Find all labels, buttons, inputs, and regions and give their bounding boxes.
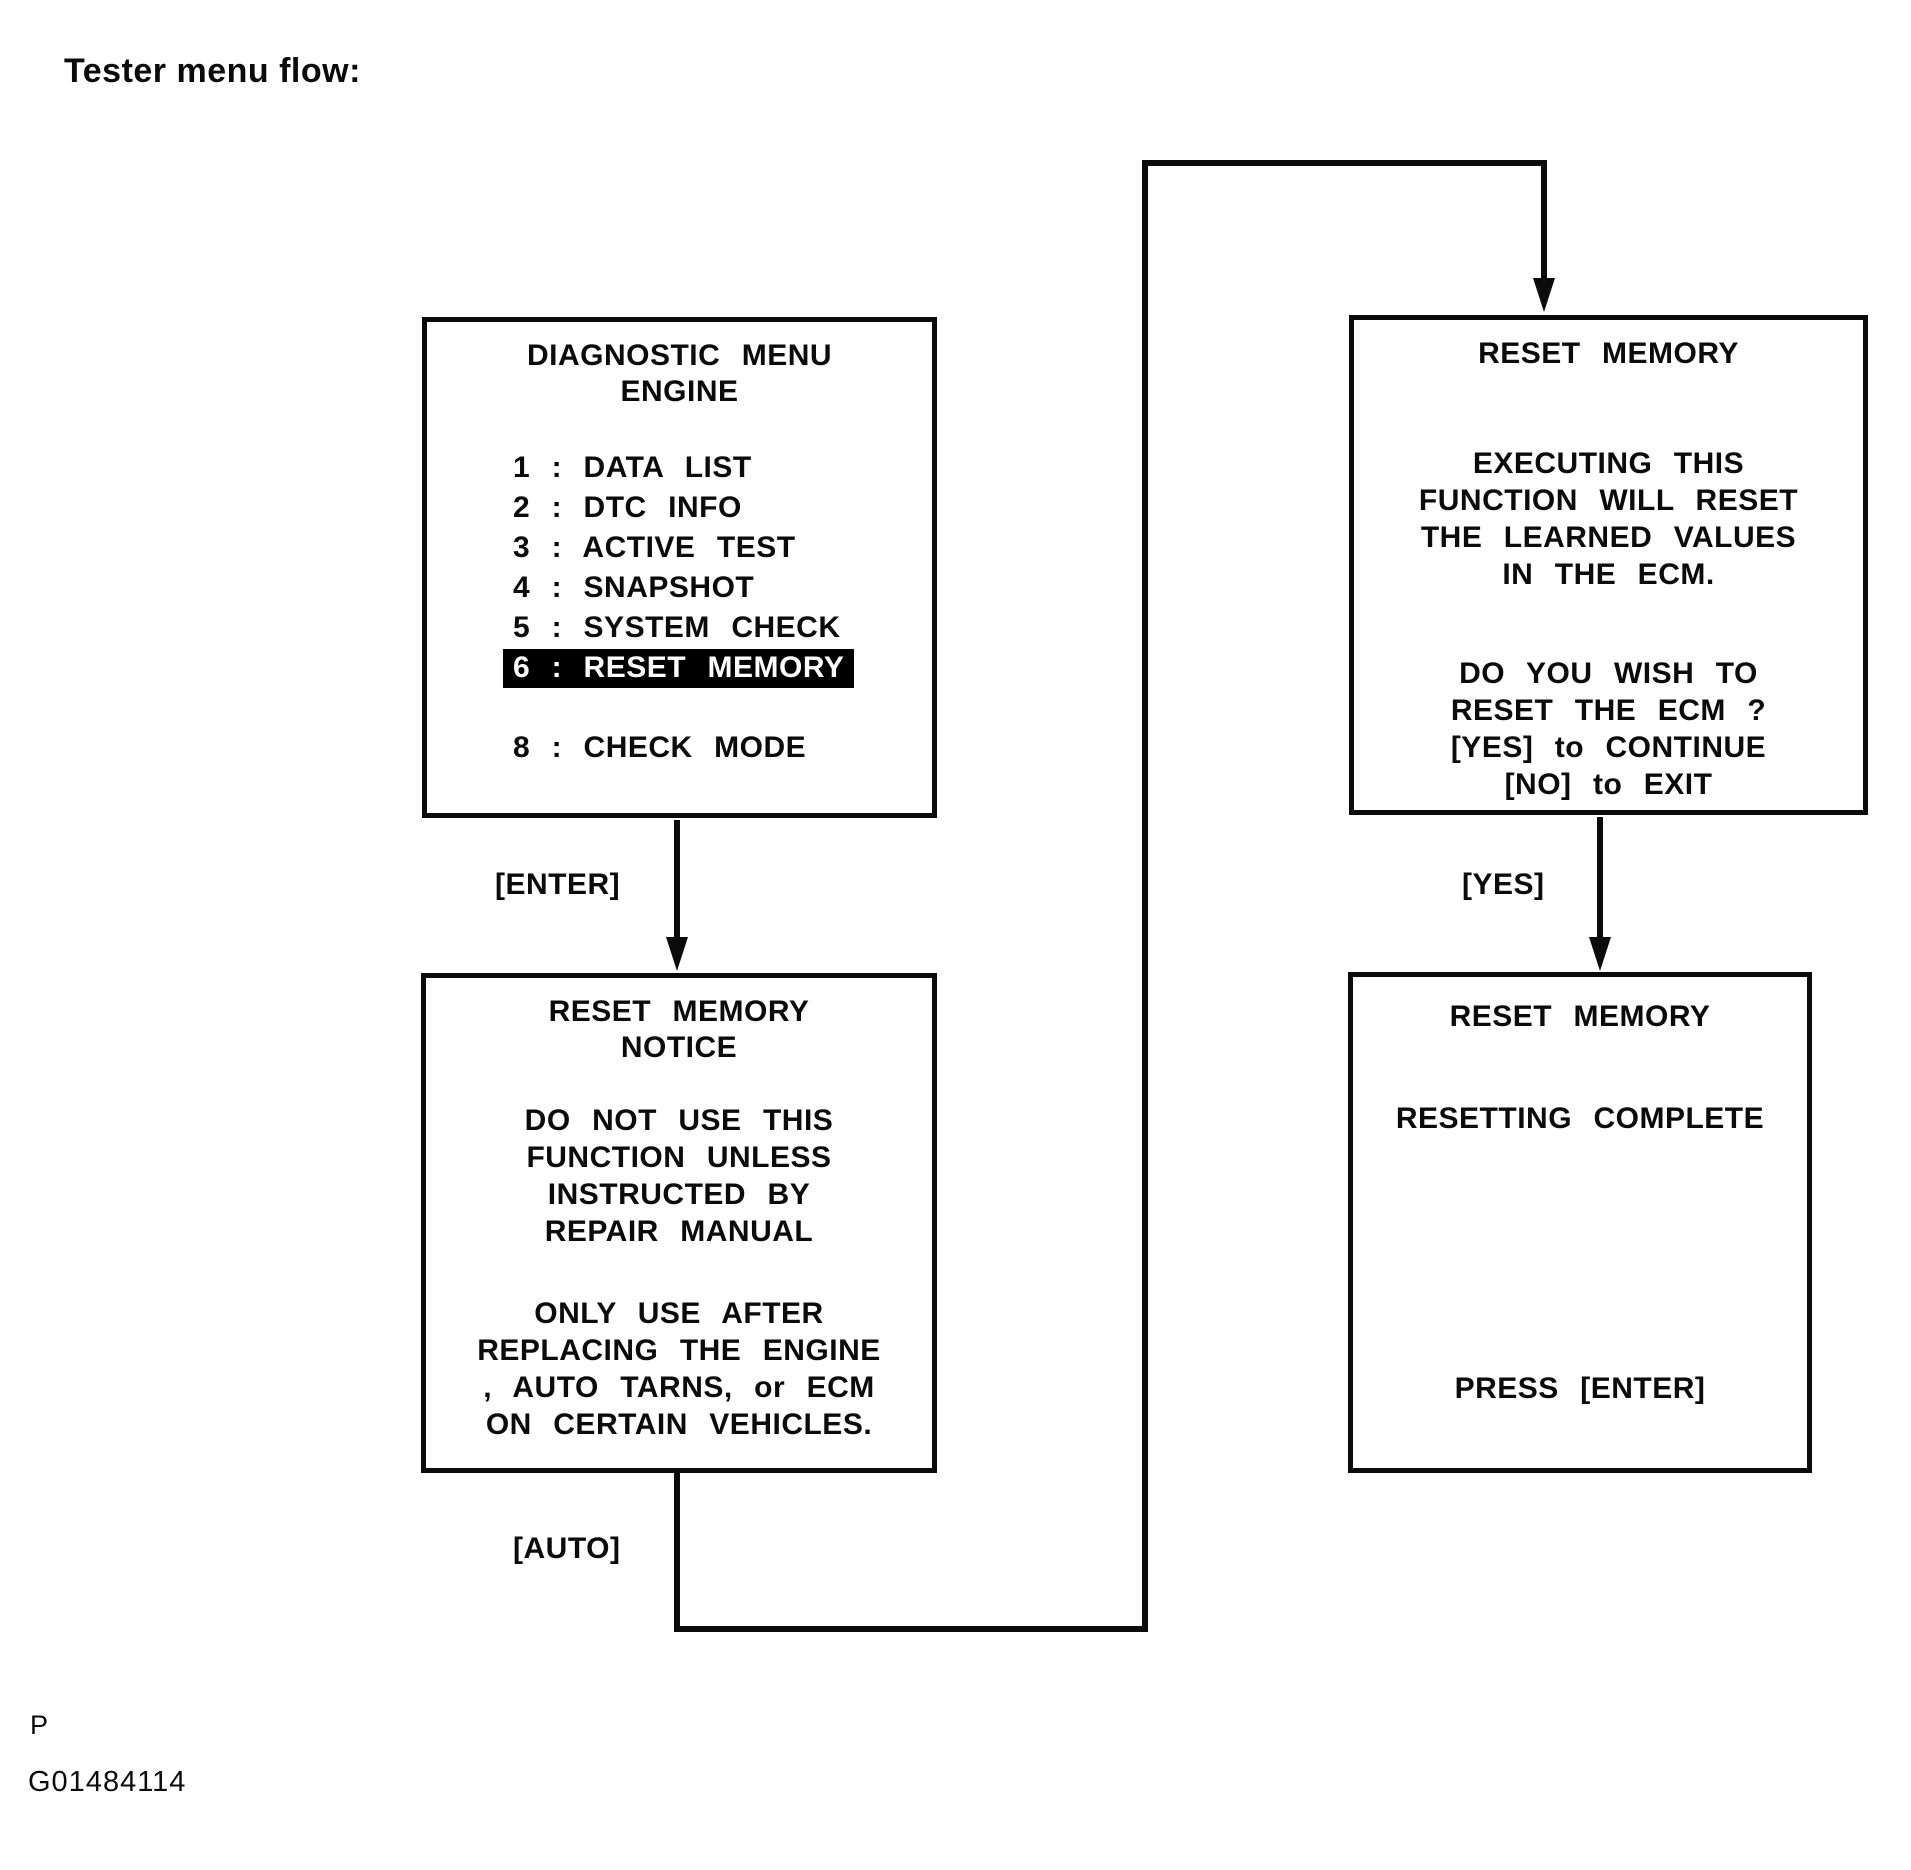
menu-item-check-mode: 8 : CHECK MODE — [513, 731, 807, 764]
menu-item-data-list: 1 : DATA LIST — [513, 451, 752, 484]
notice-line: REPAIR MANUAL — [544, 1215, 814, 1248]
selected-menu-item-highlight: 6 : RESET MEMORY — [503, 649, 855, 688]
menu-item-system-check: 5 : SYSTEM CHECK — [513, 611, 841, 644]
confirm-line: [YES] to CONTINUE — [1450, 731, 1767, 764]
page-mark: P — [30, 1710, 50, 1740]
connector-auto-arrowhead-icon — [1533, 278, 1555, 312]
menu-item-dtc-info: 2 : DTC INFO — [513, 491, 742, 524]
confirm-line: THE LEARNED VALUES — [1420, 521, 1797, 554]
notice-line: ONLY USE AFTER — [534, 1297, 824, 1330]
page-title: Tester menu flow: — [64, 52, 361, 90]
notice-paragraph-2: ONLY USE AFTER REPLACING THE ENGINE , AU… — [426, 1295, 932, 1443]
connector-enter-arrowhead-icon — [666, 937, 688, 971]
notice-line: , AUTO TARNS, or ECM — [483, 1371, 875, 1404]
notice-line: FUNCTION UNLESS — [526, 1141, 832, 1174]
connector-yes-arrowhead-icon — [1589, 937, 1611, 971]
confirm-line: DO YOU WISH TO — [1459, 657, 1758, 690]
resetting-complete-status: RESETTING COMPLETE — [1395, 1102, 1765, 1135]
notice-line: INSTRUCTED BY — [547, 1178, 811, 1211]
reset-memory-confirm-title: RESET MEMORY — [1478, 337, 1739, 370]
reset-memory-notice-title-line2: NOTICE — [620, 1031, 738, 1064]
press-enter-prompt: PRESS [ENTER] — [1454, 1372, 1706, 1405]
confirm-line: EXECUTING THIS — [1472, 447, 1745, 480]
diagnostic-menu-list: 1 : DATA LIST 2 : DTC INFO 3 : ACTIVE TE… — [427, 448, 932, 768]
auto-key-label: [AUTO] — [513, 1532, 621, 1565]
reset-memory-notice-screen: RESET MEMORY NOTICE DO NOT USE THIS FUNC… — [421, 973, 937, 1473]
confirm-line: [NO] to EXIT — [1504, 768, 1713, 801]
figure-id: G01484114 — [28, 1766, 187, 1798]
enter-key-label: [ENTER] — [495, 868, 621, 901]
menu-gap — [513, 688, 932, 728]
confirm-line: FUNCTION WILL RESET — [1418, 484, 1799, 517]
confirm-line: IN THE ECM. — [1502, 558, 1715, 591]
confirm-paragraph-2: DO YOU WISH TO RESET THE ECM ? [YES] to … — [1354, 655, 1863, 803]
notice-paragraph-1: DO NOT USE THIS FUNCTION UNLESS INSTRUCT… — [426, 1102, 932, 1250]
confirm-paragraph-1: EXECUTING THIS FUNCTION WILL RESET THE L… — [1354, 445, 1863, 593]
diagnostic-menu-title-line1: DIAGNOSTIC MENU — [526, 339, 833, 372]
menu-item-active-test: 3 : ACTIVE TEST — [513, 531, 796, 564]
reset-memory-notice-title: RESET MEMORY NOTICE — [426, 994, 932, 1066]
confirm-line: RESET THE ECM ? — [1450, 694, 1767, 727]
notice-line: DO NOT USE THIS — [524, 1104, 834, 1137]
menu-item-snapshot: 4 : SNAPSHOT — [513, 571, 755, 604]
menu-item-reset-memory-highlighted: 6 : RESET MEMORY — [503, 648, 932, 688]
reset-memory-complete-screen: RESET MEMORY RESETTING COMPLETE PRESS [E… — [1348, 972, 1812, 1473]
diagnostic-menu-title-line2: ENGINE — [620, 375, 739, 408]
reset-memory-complete-title: RESET MEMORY — [1449, 1000, 1711, 1033]
reset-memory-notice-title-line1: RESET MEMORY — [548, 995, 810, 1028]
diagnostic-menu-screen: DIAGNOSTIC MENU ENGINE 1 : DATA LIST 2 :… — [422, 317, 937, 818]
yes-key-label: [YES] — [1462, 868, 1545, 901]
notice-line: REPLACING THE ENGINE — [477, 1334, 881, 1367]
diagnostic-menu-title: DIAGNOSTIC MENU ENGINE — [427, 338, 932, 410]
notice-line: ON CERTAIN VEHICLES. — [485, 1408, 873, 1441]
reset-memory-confirm-screen: RESET MEMORY EXECUTING THIS FUNCTION WIL… — [1349, 315, 1868, 815]
